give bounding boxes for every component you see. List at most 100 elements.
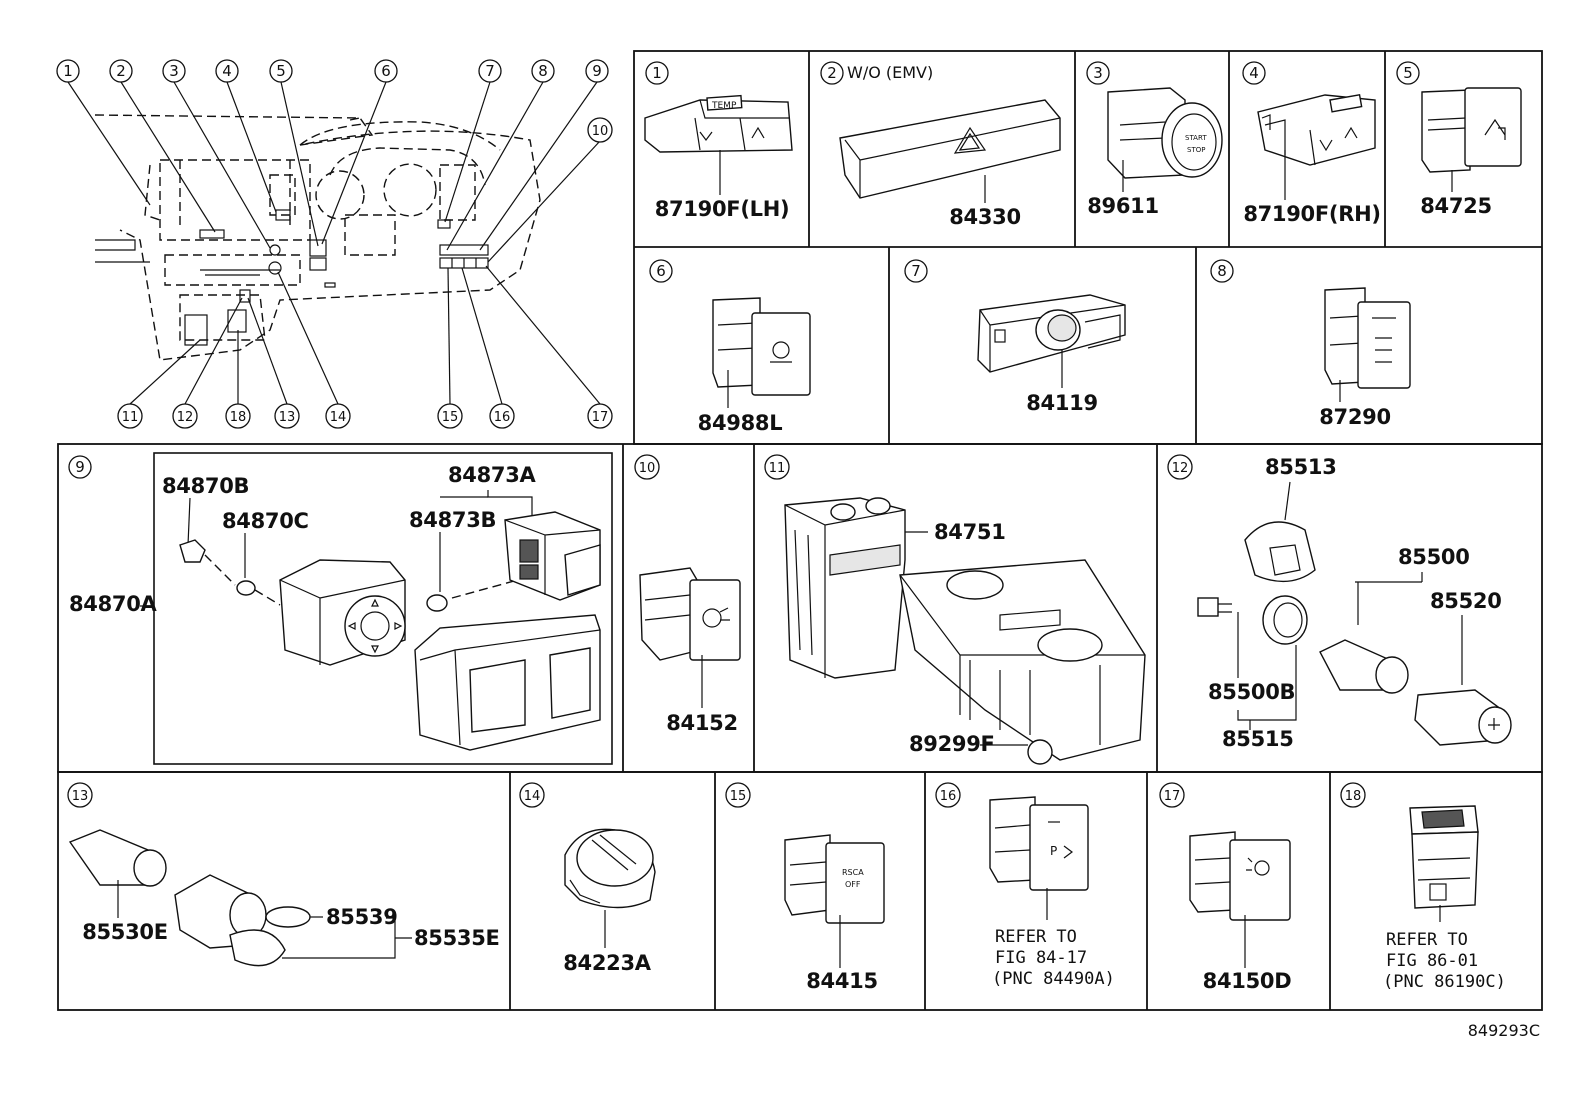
switch-84988l-drawing	[712, 297, 811, 396]
svg-text:85500B: 85500B	[1208, 680, 1295, 704]
cell-14: 14 84223A	[519, 782, 656, 975]
svg-text:13: 13	[279, 410, 296, 425]
cell-10: 10 84152	[634, 454, 741, 735]
svg-text:5: 5	[276, 62, 286, 80]
overview-callout-17: 17	[587, 403, 613, 429]
svg-text:84415: 84415	[806, 969, 878, 993]
overview-callout-13: 13	[274, 403, 300, 429]
svg-text:REFER TO: REFER TO	[995, 927, 1077, 947]
overview-callout-11: 11	[117, 403, 143, 429]
overview-callout-14: 14	[325, 403, 351, 429]
svg-text:84152: 84152	[666, 711, 738, 735]
svg-text:84870B: 84870B	[162, 474, 249, 498]
svg-text:84725: 84725	[1420, 194, 1492, 218]
cell-3: 3 START STOP 89611	[1086, 61, 1223, 218]
svg-text:15: 15	[442, 410, 459, 425]
cell-8: 8 87290	[1210, 259, 1411, 429]
svg-text:(PNC 84490A): (PNC 84490A)	[992, 969, 1115, 989]
svg-text:5: 5	[1403, 64, 1413, 82]
svg-text:W/O (EMV): W/O (EMV)	[847, 63, 933, 82]
svg-text:9: 9	[75, 458, 85, 476]
cell-4: 4 87190F(RH)	[1242, 61, 1381, 226]
svg-text:84223A: 84223A	[563, 951, 652, 975]
cell-7: 7 84119	[904, 259, 1126, 415]
overview-callout-16: 16	[489, 403, 515, 429]
cell-12: 12 85513 85500 85520 85500B 85515	[1167, 454, 1512, 751]
overview-callout-10: 10	[587, 117, 613, 143]
svg-text:2: 2	[116, 62, 126, 80]
overview-callout-7: 7	[478, 59, 502, 83]
temp-switch-lh-drawing: TEMP	[644, 94, 793, 153]
temp-switch-rh-drawing	[1257, 93, 1376, 166]
switch-84751-drawing	[784, 497, 906, 679]
cell-13: 13 85530E 85539 85535E	[67, 782, 500, 967]
svg-text:17: 17	[1164, 789, 1181, 804]
switch-87290-drawing	[1324, 287, 1411, 389]
svg-text:16: 16	[940, 789, 957, 804]
svg-text:87190F(RH): 87190F(RH)	[1243, 202, 1380, 226]
svg-text:TEMP: TEMP	[711, 101, 737, 111]
svg-text:2: 2	[827, 64, 837, 82]
svg-text:REFER TO: REFER TO	[1386, 930, 1468, 950]
cell-16: 16 P REFER TO FIG 84-17 (PNC 84490A)	[935, 782, 1115, 989]
switch-89299f-drawing	[899, 559, 1146, 765]
overview-callout-8: 8	[531, 59, 555, 83]
svg-text:FIG 86-01: FIG 86-01	[1386, 951, 1478, 971]
parking-sensor-switch-drawing: P	[989, 796, 1089, 891]
cell-5: 5 84725	[1396, 61, 1522, 218]
mirror-switch-drawing	[179, 539, 526, 666]
svg-text:3: 3	[1093, 64, 1103, 82]
svg-text:17: 17	[592, 410, 609, 425]
cell-2: 2 W/O (EMV) 84330	[820, 61, 1061, 229]
overview-callout-5: 5	[269, 59, 293, 83]
rsca-off-switch-drawing: RSCA OFF	[784, 834, 885, 924]
svg-text:OFF: OFF	[845, 880, 861, 889]
svg-text:10: 10	[592, 124, 609, 139]
svg-text:84119: 84119	[1026, 391, 1098, 415]
svg-text:85520: 85520	[1430, 589, 1502, 613]
overview-callout-12: 12	[172, 403, 198, 429]
svg-text:FIG 84-17: FIG 84-17	[995, 948, 1087, 968]
svg-text:14: 14	[330, 410, 347, 425]
svg-text:87290: 87290	[1319, 405, 1391, 429]
fog-switch-drawing	[1189, 831, 1291, 921]
svg-text:89611: 89611	[1087, 194, 1159, 218]
svg-text:14: 14	[524, 789, 541, 804]
overview-callout-4: 4	[215, 59, 239, 83]
svg-text:RSCA: RSCA	[842, 868, 864, 877]
start-stop-switch-drawing: START STOP	[1107, 87, 1223, 179]
svg-text:6: 6	[656, 262, 666, 280]
cell-11: 11 84751 89299F	[764, 454, 1146, 765]
cell-6: 6 84988L	[649, 259, 811, 435]
svg-text:8: 8	[1217, 262, 1227, 280]
switch-18-drawing	[1409, 805, 1479, 909]
svg-text:1: 1	[63, 62, 73, 80]
overview-callout-1: 1	[56, 59, 80, 83]
svg-text:11: 11	[769, 461, 786, 476]
svg-text:84870C: 84870C	[222, 509, 309, 533]
svg-text:84150D: 84150D	[1203, 969, 1292, 993]
cell-18: 18 REFER TO FIG 86-01 (PNC 86190C)	[1340, 782, 1506, 992]
overview-callout-9: 9	[585, 59, 609, 83]
svg-text:8: 8	[538, 62, 548, 80]
dashboard-overview	[67, 81, 601, 405]
svg-text:85513: 85513	[1265, 455, 1337, 479]
svg-text:4: 4	[222, 62, 232, 80]
svg-text:1: 1	[652, 64, 662, 82]
svg-text:18: 18	[230, 410, 247, 425]
svg-text:6: 6	[381, 62, 391, 80]
svg-text:4: 4	[1249, 64, 1259, 82]
overview-callout-15: 15	[437, 403, 463, 429]
svg-text:85539: 85539	[326, 905, 398, 929]
power-outlet-drawing	[68, 829, 286, 967]
svg-text:11: 11	[122, 410, 139, 425]
svg-text:84751: 84751	[934, 520, 1006, 544]
parts-grid	[57, 50, 1543, 1011]
svg-text:12: 12	[177, 410, 194, 425]
svg-text:89299F: 89299F	[909, 732, 995, 756]
overview-callout-18: 18	[225, 403, 251, 429]
dial-switch-84119-drawing	[977, 294, 1126, 373]
cell-17: 17 84150D	[1159, 782, 1292, 993]
svg-text:START: START	[1185, 134, 1207, 142]
svg-text:(PNC 86190C): (PNC 86190C)	[1383, 972, 1506, 992]
